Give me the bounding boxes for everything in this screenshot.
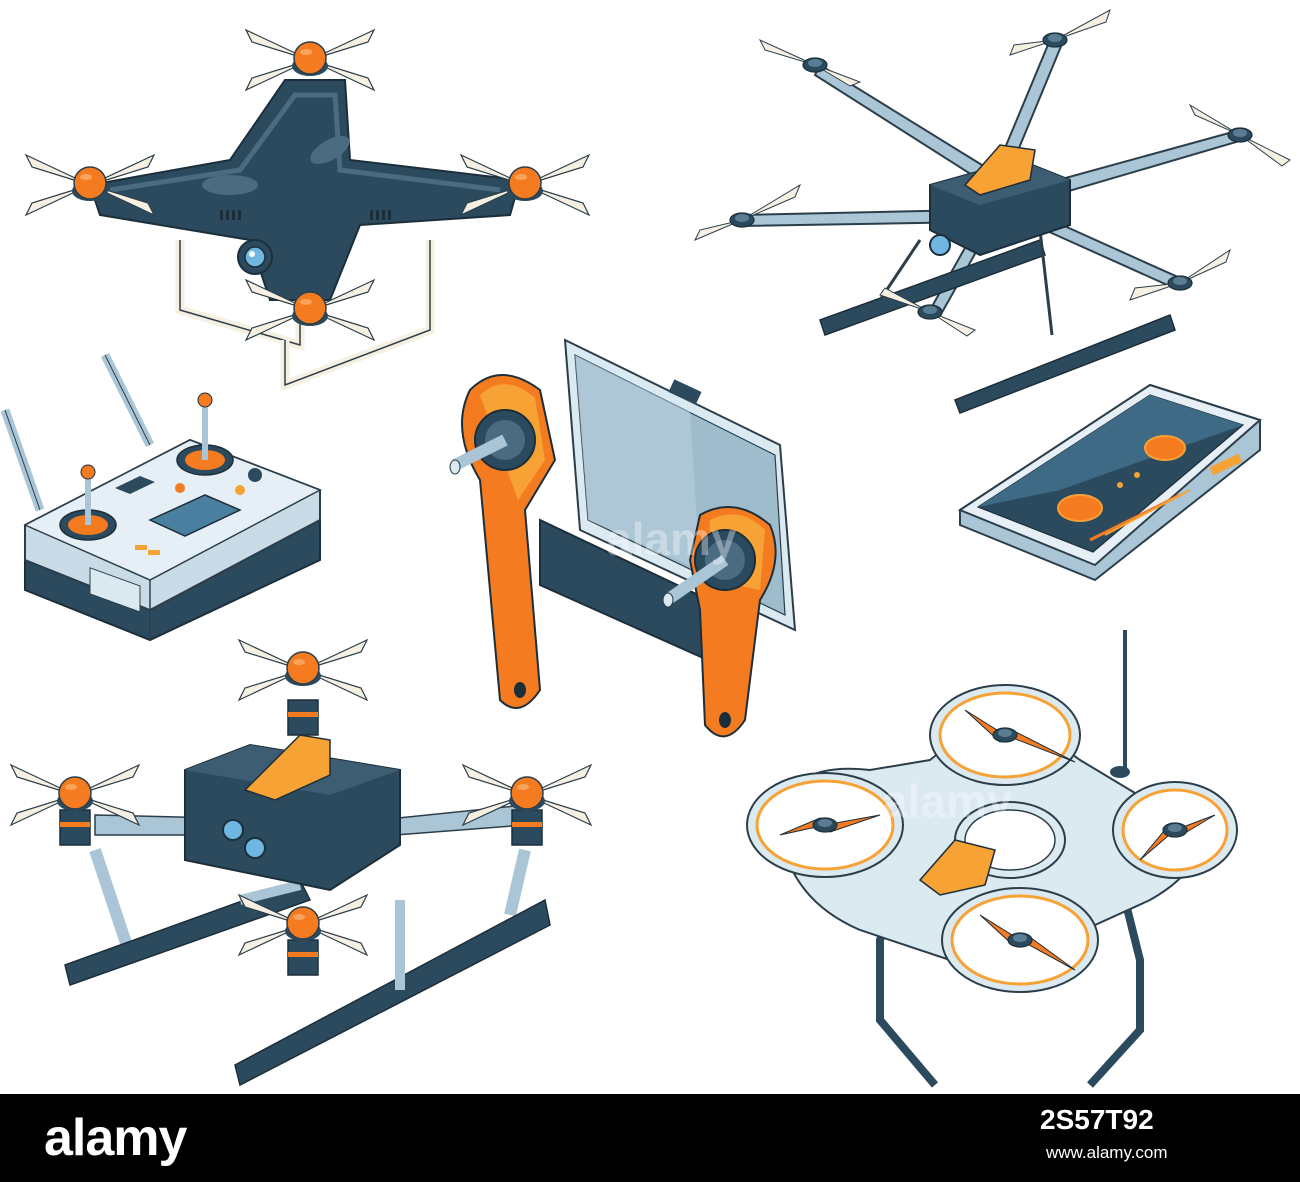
tablet-gamepad-controller xyxy=(449,338,797,738)
image-id: 2S57T92 xyxy=(1040,1104,1154,1135)
tablet xyxy=(957,383,1262,582)
camera-quadcopter xyxy=(10,639,592,1087)
hexacopter-drone xyxy=(693,8,1291,414)
alamy-logo: alamy xyxy=(44,1109,187,1167)
ducted-quadcopter xyxy=(746,630,1238,1088)
stock-footer-bar: alamy 2S57T92 www.alamy.com xyxy=(0,1094,1300,1182)
quadcopter-drone xyxy=(25,29,590,392)
remote-controller xyxy=(0,352,322,642)
watermark-lower-right: alamy xyxy=(882,775,1013,827)
watermark-center: alamy xyxy=(606,513,737,565)
site-url: www.alamy.com xyxy=(1046,1143,1168,1162)
drones-illustration: alamy alamy xyxy=(0,8,1291,1088)
